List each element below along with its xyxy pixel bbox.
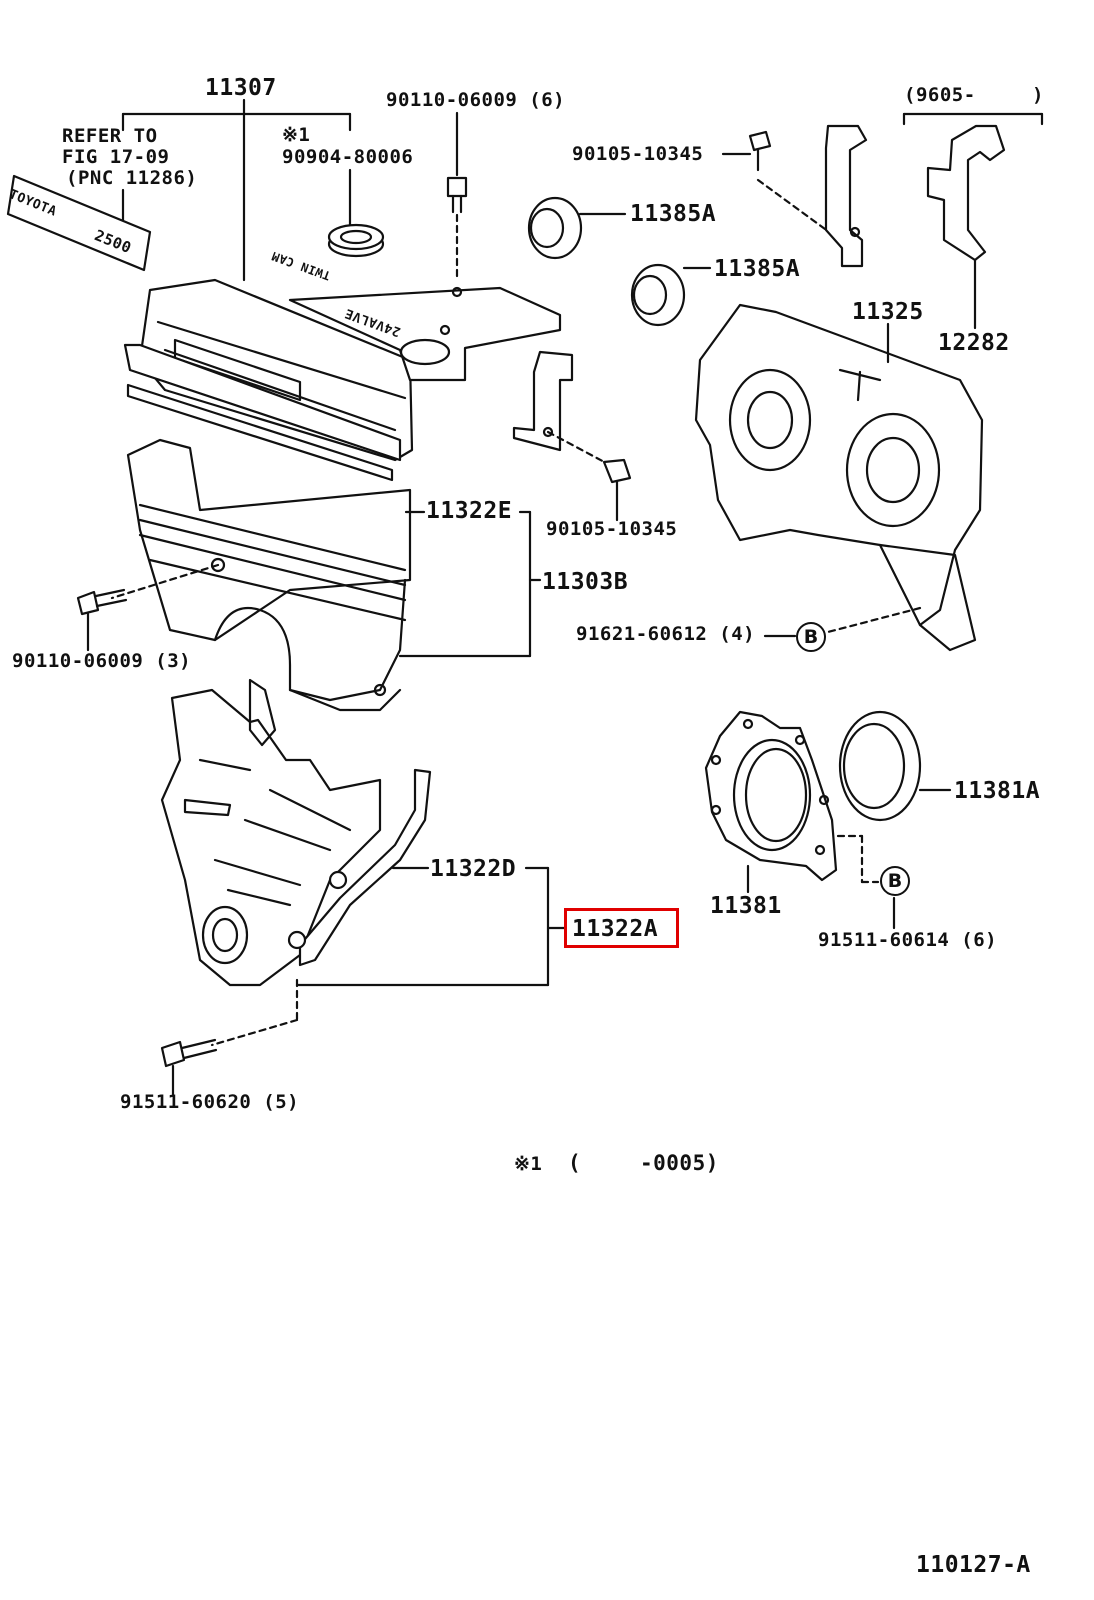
date-range-close: ) <box>1032 84 1044 106</box>
footnote-mark: ※1 <box>514 1153 543 1175</box>
toyota-2500-emblem <box>6 174 152 272</box>
callout-11325[interactable]: 11325 <box>852 299 924 325</box>
refer-note-line3: (PNC 11286) <box>66 167 198 189</box>
callout-11381a[interactable]: 11381A <box>954 778 1041 804</box>
callout-90904-80006[interactable]: 90904-80006 <box>282 146 414 168</box>
refer-note-line2[interactable]: FIG 17-09 <box>62 146 170 168</box>
oil-seal-90904-80006 <box>327 223 385 258</box>
bolt-90110-left <box>76 588 128 652</box>
footnote-range: -0005) <box>640 1151 719 1175</box>
circle-b-marker-lower: B <box>880 866 910 896</box>
bracket-parts-top-right <box>721 112 1044 330</box>
rear-oil-seal-11381a <box>838 710 952 822</box>
bolt-90110-top <box>446 176 468 214</box>
callout-11385a-lower[interactable]: 11385A <box>714 256 801 282</box>
timing-belt-plate-11325 <box>694 303 984 652</box>
bolt-91511-60620 <box>160 1038 218 1096</box>
leader-lines-middle <box>295 510 566 987</box>
callout-11322e[interactable]: 11322E <box>426 498 513 524</box>
highlight-box <box>564 908 679 948</box>
oil-seal-retainer-11381 <box>704 710 896 930</box>
circle-b-marker-upper: B <box>796 622 826 652</box>
callout-91621-60612[interactable]: 91621-60612 (4) <box>576 623 756 645</box>
callout-90105-10345-mid[interactable]: 90105-10345 <box>546 518 678 540</box>
callout-11322a[interactable]: 11322A <box>572 916 659 942</box>
callout-90105-10345-top[interactable]: 90105-10345 <box>572 143 704 165</box>
date-range-open: (9605- <box>904 84 976 106</box>
callout-11322d[interactable]: 11322D <box>430 856 517 882</box>
callout-91511-60620[interactable]: 91511-60620 (5) <box>120 1091 300 1113</box>
oil-seal-11385a-lower <box>630 263 712 327</box>
callout-90110-06009-6[interactable]: 90110-06009 (6) <box>386 89 566 111</box>
timing-belt-cover-11322d <box>160 678 432 1047</box>
callout-11307[interactable]: 11307 <box>205 75 277 101</box>
figure-number: 110127-A <box>916 1552 1031 1578</box>
refer-note-line1: REFER TO <box>62 125 158 147</box>
callout-91511-60614[interactable]: 91511-60614 (6) <box>818 929 998 951</box>
leader-lines-top <box>121 98 459 282</box>
cylinder-head-cover-11307 <box>123 278 562 482</box>
timing-belt-cover-11322e <box>110 438 412 712</box>
footnote-open-paren: ( <box>568 1151 582 1175</box>
callout-11381[interactable]: 11381 <box>710 893 782 919</box>
callout-11303b[interactable]: 11303B <box>542 569 629 595</box>
callout-90110-06009-3[interactable]: 90110-06009 (3) <box>12 650 192 672</box>
callout-12282[interactable]: 12282 <box>938 330 1010 356</box>
callout-11385a-upper[interactable]: 11385A <box>630 201 717 227</box>
stay-bracket <box>512 350 632 522</box>
callout-footnote-mark: ※1 <box>282 124 311 146</box>
oil-seal-11385a-upper <box>527 196 627 260</box>
